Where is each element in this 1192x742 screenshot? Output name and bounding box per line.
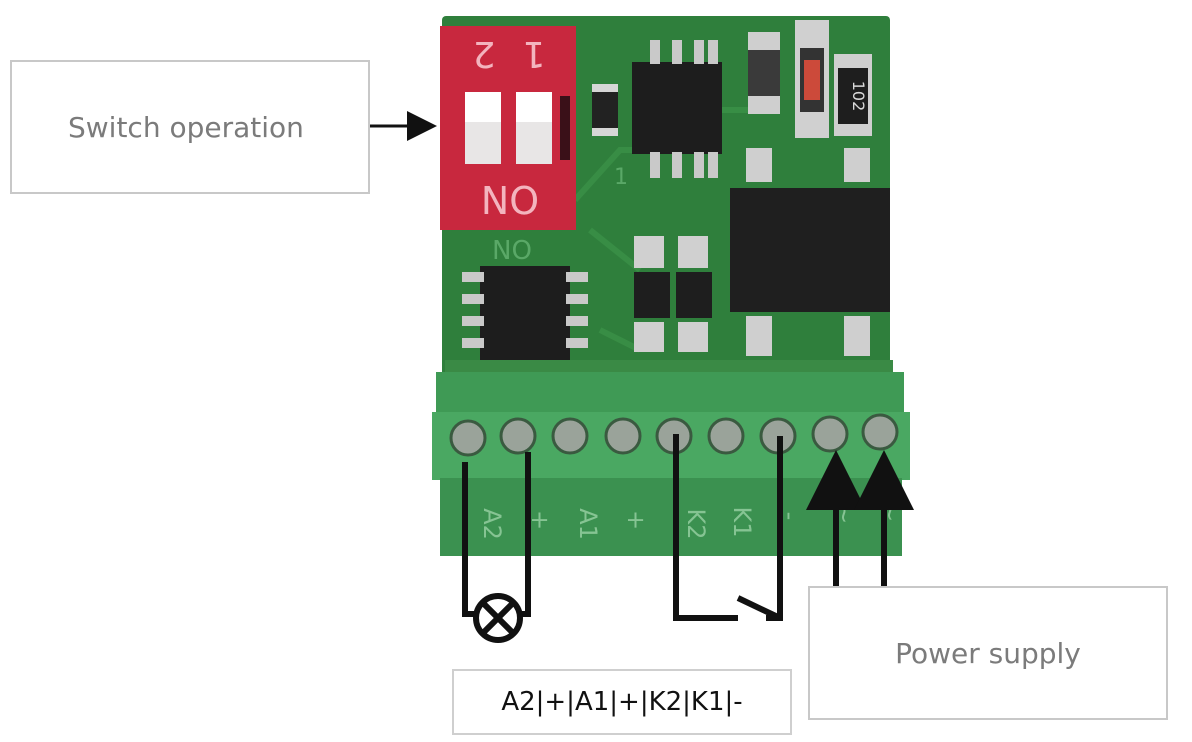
dip-number-1: 1 bbox=[523, 33, 546, 74]
terminal-label-plus-1: + bbox=[526, 510, 554, 530]
terminal-screw-a2[interactable] bbox=[449, 419, 487, 457]
power-supply-label: Power supply bbox=[895, 636, 1081, 670]
terminal-label-a1: A1 bbox=[574, 508, 602, 540]
dip-on-label: ON bbox=[481, 177, 539, 221]
bridge-rectifier bbox=[730, 148, 890, 356]
terminal-screw-plus-2[interactable] bbox=[604, 417, 642, 455]
terminal-screw-k1[interactable] bbox=[707, 417, 745, 455]
power-supply-callout: Power supply bbox=[808, 586, 1168, 720]
resistor-102: 102 bbox=[834, 54, 872, 136]
diode bbox=[795, 20, 829, 138]
ic-bottom bbox=[462, 266, 588, 360]
switch-operation-label: Switch operation bbox=[68, 110, 304, 144]
resistor-code: 102 bbox=[849, 81, 868, 112]
ic-top bbox=[632, 40, 722, 178]
pin-order-callout: A2|+|A1|+|K2|K1|- bbox=[452, 669, 792, 735]
silk-on: ON bbox=[492, 233, 532, 263]
smd-capacitor bbox=[748, 32, 780, 114]
switch-operation-callout: Switch operation bbox=[10, 60, 370, 194]
terminal-labels: A2 + A1 + K2 K1 - ~ ~ bbox=[478, 502, 904, 540]
screw-terminals[interactable] bbox=[449, 413, 899, 457]
terminal-label-minus: - bbox=[776, 512, 804, 521]
lamp-icon bbox=[473, 593, 523, 643]
terminal-screw-ac-1[interactable] bbox=[811, 415, 849, 453]
dip-number-2: 2 bbox=[473, 33, 496, 74]
terminal-screw-ac-2[interactable] bbox=[861, 413, 899, 451]
terminal-screw-a1[interactable] bbox=[551, 417, 589, 455]
terminal-label-ac-2: ~ bbox=[876, 502, 904, 522]
transistor-pair bbox=[634, 236, 712, 352]
terminal-screw-plus-1[interactable] bbox=[499, 417, 537, 455]
dip-switch[interactable]: 2 1 ON bbox=[440, 26, 576, 230]
terminal-label-plus-2: + bbox=[622, 510, 650, 530]
switch-contact-wiring bbox=[673, 434, 783, 621]
terminal-label-k2: K2 bbox=[682, 508, 710, 539]
terminal-label-a2: A2 bbox=[478, 508, 506, 540]
pin-order-label: A2|+|A1|+|K2|K1|- bbox=[501, 687, 743, 717]
silk-one: 1 bbox=[614, 165, 628, 190]
smd-resistor-left bbox=[592, 84, 618, 136]
terminal-label-k1: K1 bbox=[728, 506, 756, 537]
